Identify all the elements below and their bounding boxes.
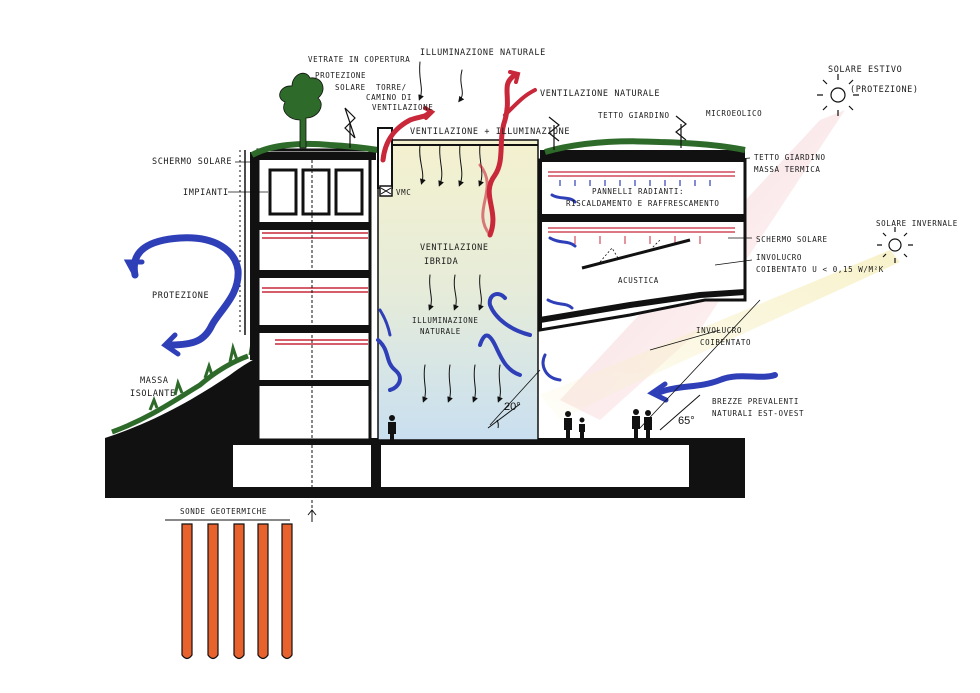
label-involucro-2: COIBENTATO U < 0,15 W/m²K xyxy=(756,265,884,274)
label-involucro-coib-2: COIBENTATO xyxy=(700,338,751,347)
label-sonde: SONDE GEOTERMICHE xyxy=(180,507,267,516)
label-tetto-giardino: TETTO GIARDINO xyxy=(598,111,670,120)
label-vetrate-2: PROTEZIONE xyxy=(315,71,366,80)
label-brezze-2: NATURALI EST-OVEST xyxy=(712,409,804,418)
left-solar-screen xyxy=(239,150,246,335)
label-microeolico: MICROEOLICO xyxy=(706,109,762,118)
label-illuminazione-naturale-top: ILLUMINAZIONE NATURALE xyxy=(420,48,546,58)
sun-summer-icon xyxy=(817,74,859,116)
winter-sun-beam xyxy=(540,250,900,420)
label-tetto-giardino-massa-1: TETTO GIARDINO xyxy=(754,153,826,162)
daylight-arrows xyxy=(418,61,503,403)
atrium xyxy=(377,139,539,441)
label-ventilazione-ibrida-1: VENTILAZIONE xyxy=(420,243,489,253)
wind-turbines xyxy=(344,107,687,150)
leader-lines xyxy=(228,157,761,429)
label-camino-3: VENTILAZIONE xyxy=(372,103,433,112)
geothermal-probes xyxy=(165,509,317,660)
label-vmc: VMC xyxy=(396,188,411,197)
label-schermo-solare-left: SCHERMO SOLARE xyxy=(152,157,232,167)
roof-tree xyxy=(279,72,324,149)
label-massa-isolante-1: MASSA xyxy=(140,376,169,386)
label-solare-estivo-1: SOLARE ESTIVO xyxy=(828,65,902,75)
label-protezione: PROTEZIONE xyxy=(152,291,209,301)
labels: ILLUMINAZIONE NATURALE VENTILAZIONE NATU… xyxy=(130,48,958,516)
left-block xyxy=(250,140,379,515)
label-tetto-giardino-massa-2: MASSA TERMICA xyxy=(754,165,821,174)
label-massa-isolante-2: ISOLANTE xyxy=(130,389,176,399)
label-impianti: IMPIANTI xyxy=(183,188,229,198)
label-vent-illum: VENTILAZIONE + ILLUMINAZIONE xyxy=(410,127,570,137)
label-illuminazione-naturale-mid-2: NATURALE xyxy=(420,327,461,336)
label-pannelli-2: RISCALDAMENTO E RAFFRESCAMENTO xyxy=(566,199,719,208)
label-ventilazione-naturale: VENTILAZIONE NATURALE xyxy=(540,89,660,99)
sun-winter-icon xyxy=(877,227,913,263)
label-angle-65: 65° xyxy=(678,415,695,427)
label-solare-estivo-2: (PROTEZIONE) xyxy=(850,85,919,95)
angle-marks xyxy=(487,394,701,431)
people-figures xyxy=(388,409,652,442)
label-schermo-solare-right: SCHERMO SOLARE xyxy=(756,235,828,244)
label-acustica: ACUSTICA xyxy=(618,276,659,285)
label-vetrate-1: VETRATE IN COPERTURA xyxy=(308,55,410,64)
label-angle-20: 20° xyxy=(504,401,521,413)
label-illuminazione-naturale-mid-1: ILLUMINAZIONE xyxy=(412,316,479,325)
terrain-left xyxy=(105,342,272,440)
label-involucro-1: INVOLUCRO xyxy=(756,253,802,262)
label-pannelli-1: PANNELLI RADIANTI: xyxy=(592,187,684,196)
building-base xyxy=(105,438,745,498)
label-camino-1: TORRE/ xyxy=(376,83,407,92)
label-solare-invernale: SOLARE INVERNALE xyxy=(876,219,958,228)
warm-air-arrows xyxy=(380,70,537,238)
label-involucro-coib-1: INVOLUCRO xyxy=(696,326,742,335)
label-vetrate-3: SOLARE xyxy=(335,83,366,92)
right-block xyxy=(538,138,747,332)
label-ventilazione-ibrida-2: IBRIDA xyxy=(424,257,458,267)
label-brezze-1: BREZZE PREVALENTI xyxy=(712,397,799,406)
label-camino-2: CAMINO DI xyxy=(366,93,412,102)
